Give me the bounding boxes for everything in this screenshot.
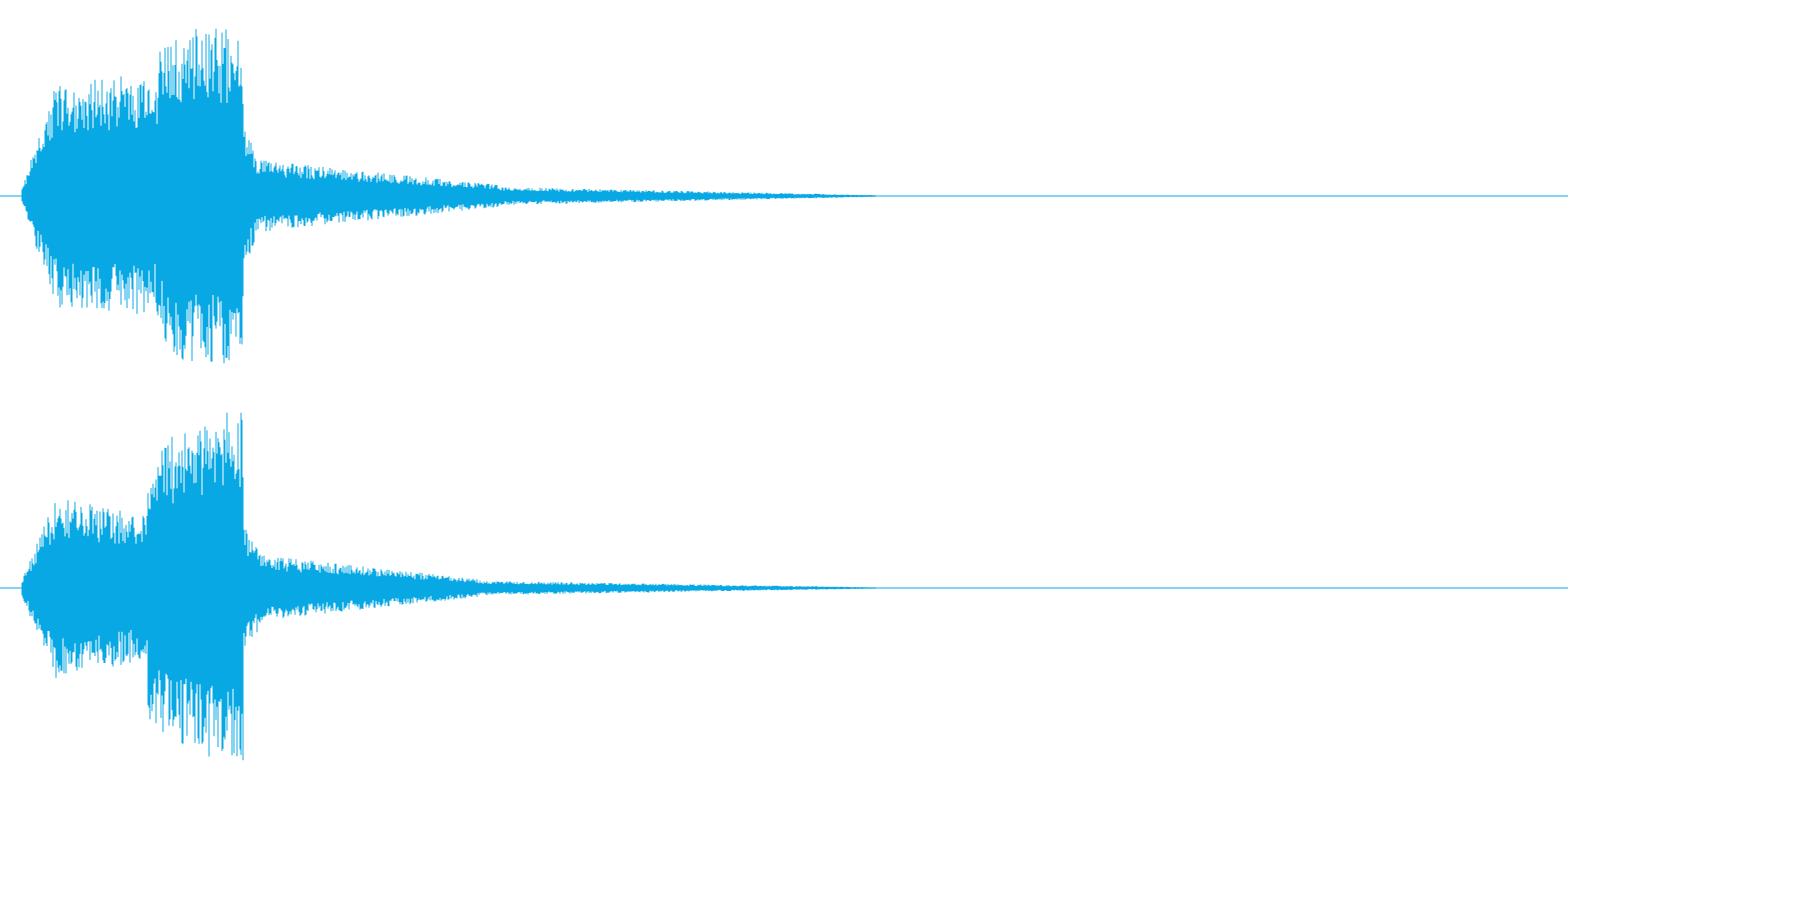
waveform-trace [21,412,1160,761]
waveform-view [0,0,1568,783]
waveform-channel-2 [0,392,1568,783]
waveform-trace [21,28,1160,364]
waveform-channel-2-plot [0,412,1568,761]
waveform-channel-1-plot [0,28,1568,364]
waveform-channel-1 [0,0,1568,392]
